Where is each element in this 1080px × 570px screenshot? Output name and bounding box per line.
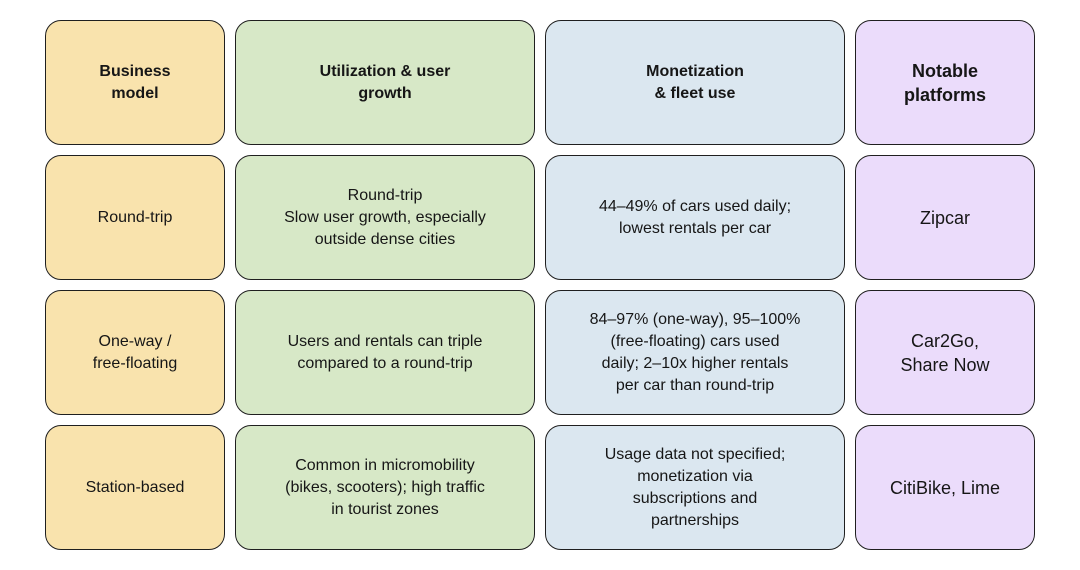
comparison-grid: Business model Utilization & user growth… [45,20,1035,550]
row-roundtrip-model: Round-trip [45,155,225,280]
row-oneway-growth: Users and rentals can triple compared to… [235,290,535,415]
header-business-model: Business model [45,20,225,145]
row-oneway-monetization: 84–97% (one-way), 95–100% (free-floating… [545,290,845,415]
row-station-monetization: Usage data not specified; monetization v… [545,425,845,550]
row-oneway-platforms: Car2Go, Share Now [855,290,1035,415]
row-roundtrip-growth: Round-trip Slow user growth, especially … [235,155,535,280]
row-station-model: Station-based [45,425,225,550]
header-monetization: Monetization & fleet use [545,20,845,145]
row-roundtrip-platforms: Zipcar [855,155,1035,280]
row-oneway-model: One-way / free-floating [45,290,225,415]
header-notable-platforms: Notable platforms [855,20,1035,145]
row-station-platforms: CitiBike, Lime [855,425,1035,550]
row-roundtrip-monetization: 44–49% of cars used daily; lowest rental… [545,155,845,280]
header-utilization-growth: Utilization & user growth [235,20,535,145]
row-station-growth: Common in micromobility (bikes, scooters… [235,425,535,550]
